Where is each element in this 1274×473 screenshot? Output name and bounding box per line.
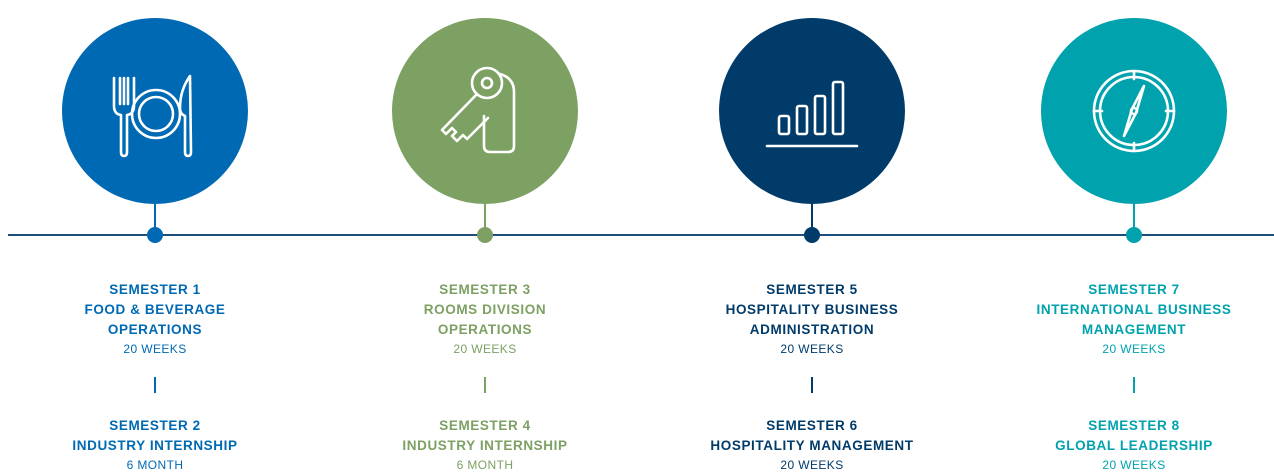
semester-title: OPERATIONS	[107, 322, 203, 337]
stem-line	[154, 204, 156, 234]
divider-line	[811, 377, 813, 393]
semester-number: SEMESTER 6	[766, 418, 858, 433]
semester-upper-block: SEMESTER 1 FOOD & BEVERAGE OPERATIONS 20…	[25, 280, 285, 357]
semester-duration: 20 WEEKS	[1102, 458, 1166, 472]
key-tag-icon	[392, 18, 578, 204]
stem-line	[811, 204, 813, 234]
semester-number: SEMESTER 1	[109, 282, 201, 297]
semester-duration: 6 MONTH	[126, 458, 184, 472]
semester-title: FOOD & BEVERAGE	[84, 302, 226, 317]
semester-title: INDUSTRY INTERNSHIP	[402, 438, 568, 453]
stem-line	[484, 204, 486, 234]
semester-duration: 20 WEEKS	[780, 458, 844, 472]
semester-upper-block: SEMESTER 5 HOSPITALITY BUSINESS ADMINIST…	[682, 280, 942, 357]
semester-number: SEMESTER 3	[439, 282, 531, 297]
bar-chart-icon	[719, 18, 905, 204]
timeline-dot	[1126, 227, 1142, 243]
semester-lower-block: SEMESTER 8 GLOBAL LEADERSHIP 20 WEEKS	[1004, 416, 1264, 473]
semester-column-1: SEMESTER 1 FOOD & BEVERAGE OPERATIONS 20…	[25, 0, 285, 473]
semester-number: SEMESTER 7	[1088, 282, 1180, 297]
timeline-dot	[804, 227, 820, 243]
semester-duration: 20 WEEKS	[780, 342, 844, 356]
semester-upper-block: SEMESTER 3 ROOMS DIVISION OPERATIONS 20 …	[355, 280, 615, 357]
semester-title: INDUSTRY INTERNSHIP	[72, 438, 238, 453]
semester-lower-block: SEMESTER 2 INDUSTRY INTERNSHIP 6 MONTH	[25, 416, 285, 473]
semester-duration: 20 WEEKS	[123, 342, 187, 356]
timeline-dot	[147, 227, 163, 243]
semester-duration: 20 WEEKS	[1102, 342, 1166, 356]
timeline-dot	[477, 227, 493, 243]
divider-line	[1133, 377, 1135, 393]
semester-number: SEMESTER 8	[1088, 418, 1180, 433]
semester-title: HOSPITALITY BUSINESS	[725, 302, 899, 317]
semester-title: HOSPITALITY MANAGEMENT	[710, 438, 914, 453]
semester-title: MANAGEMENT	[1081, 322, 1187, 337]
semester-column-5: SEMESTER 5 HOSPITALITY BUSINESS ADMINIST…	[682, 0, 942, 473]
semester-lower-block: SEMESTER 6 HOSPITALITY MANAGEMENT 20 WEE…	[682, 416, 942, 473]
semester-upper-block: SEMESTER 7 INTERNATIONAL BUSINESS MANAGE…	[1004, 280, 1264, 357]
divider-line	[484, 377, 486, 393]
semester-duration: 6 MONTH	[456, 458, 514, 472]
semester-title: ADMINISTRATION	[749, 322, 875, 337]
timeline-line	[8, 234, 1274, 236]
semester-title: OPERATIONS	[437, 322, 533, 337]
semester-column-7: SEMESTER 7 INTERNATIONAL BUSINESS MANAGE…	[1004, 0, 1264, 473]
fork-plate-knife-icon	[62, 18, 248, 204]
semester-column-3: SEMESTER 3 ROOMS DIVISION OPERATIONS 20 …	[355, 0, 615, 473]
divider-line	[154, 377, 156, 393]
semester-duration: 20 WEEKS	[453, 342, 517, 356]
semester-title: INTERNATIONAL BUSINESS	[1036, 302, 1232, 317]
stem-line	[1133, 204, 1135, 234]
semester-title: GLOBAL LEADERSHIP	[1055, 438, 1213, 453]
semester-number: SEMESTER 2	[109, 418, 201, 433]
semester-lower-block: SEMESTER 4 INDUSTRY INTERNSHIP 6 MONTH	[355, 416, 615, 473]
semester-number: SEMESTER 5	[766, 282, 858, 297]
compass-icon	[1041, 18, 1227, 204]
semester-number: SEMESTER 4	[439, 418, 531, 433]
semester-title: ROOMS DIVISION	[423, 302, 547, 317]
